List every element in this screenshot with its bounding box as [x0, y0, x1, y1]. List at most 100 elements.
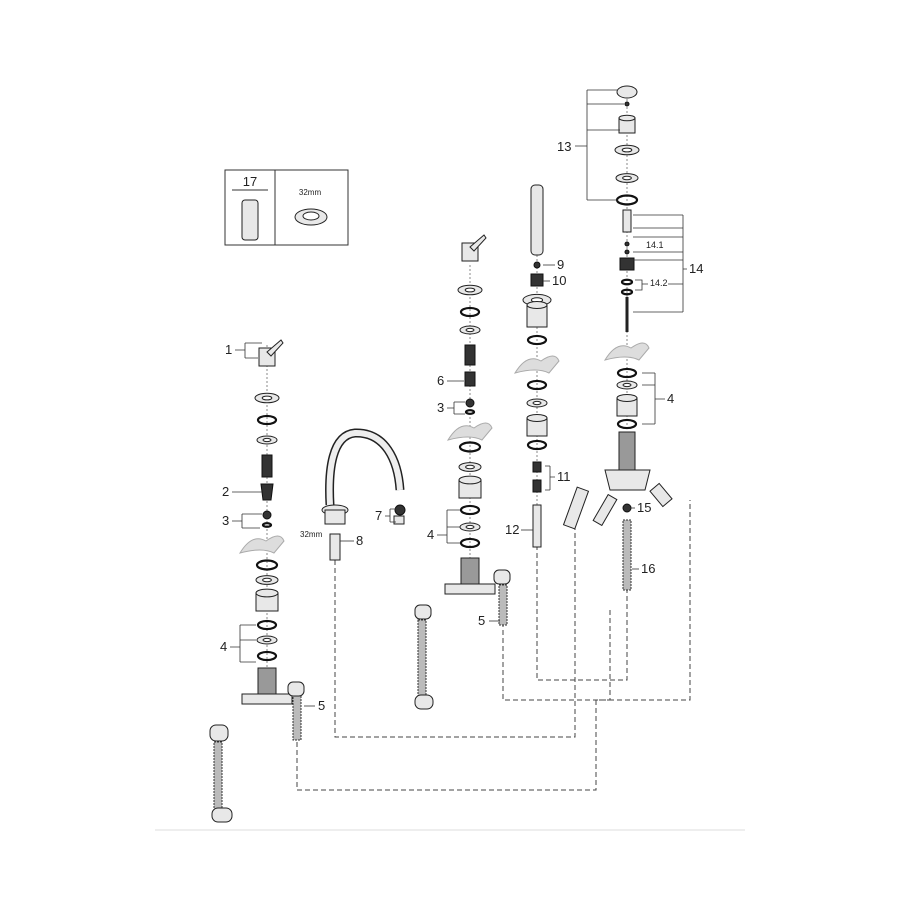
o-ring-icon — [459, 306, 481, 318]
hose-route-2 — [334, 520, 576, 738]
o-ring-icon — [255, 559, 279, 571]
connector-icon — [592, 493, 618, 527]
stem-icon — [532, 504, 542, 548]
seal-icon — [533, 261, 541, 269]
label-16: 16 — [641, 561, 655, 576]
handle-lever-icon — [469, 234, 487, 252]
label-5-middle: 5 — [478, 613, 485, 628]
label-4-middle: 4 — [427, 527, 434, 542]
seal-icon — [624, 101, 630, 107]
elbow-icon — [414, 694, 434, 710]
braided-hose-icon — [213, 741, 223, 813]
hose-routes — [296, 500, 691, 791]
hose-route-1 — [296, 610, 611, 791]
seal-icon — [622, 503, 632, 513]
label-4-left: 4 — [220, 639, 227, 654]
elbow-icon — [414, 604, 432, 620]
elbow-icon — [287, 681, 305, 697]
escutcheon-icon — [446, 422, 493, 441]
seal-icon — [262, 510, 272, 520]
o-ring-icon — [458, 441, 482, 453]
label-14: 14 — [689, 261, 703, 276]
elbow-icon — [211, 807, 233, 823]
washer-hole — [621, 147, 633, 153]
o-ring-icon — [620, 278, 634, 286]
o-ring-icon — [256, 619, 278, 631]
label-4-right: 4 — [667, 391, 674, 406]
label-1: 1 — [225, 342, 232, 357]
parts-group — [209, 85, 673, 823]
sleeve-top — [616, 394, 638, 402]
escutcheon-icon — [513, 355, 560, 374]
o-ring-icon — [256, 414, 278, 426]
label-10: 10 — [552, 273, 566, 288]
braided-hose-icon — [417, 619, 427, 701]
inset-size-label: 32mm — [299, 188, 322, 197]
o-ring-icon — [620, 288, 634, 296]
braided-hose-icon — [292, 694, 302, 741]
o-ring-icon — [261, 522, 273, 528]
cartridge-icon — [261, 454, 273, 478]
valve-tee-icon — [444, 583, 496, 595]
seal-icon — [465, 398, 475, 408]
escutcheon-icon — [603, 342, 650, 361]
cartridge-2-icon — [260, 483, 274, 501]
hand-shower-icon — [530, 184, 544, 256]
washer-hole — [465, 524, 475, 530]
cartridge-icon — [619, 257, 635, 271]
seal-icon — [624, 241, 630, 247]
label-32mm-spout: 32mm — [300, 530, 323, 539]
diverter-spindle-icon — [622, 209, 632, 233]
connector-icon — [562, 486, 590, 530]
spout — [321, 428, 406, 561]
washer-hole — [532, 400, 542, 406]
label-8: 8 — [356, 533, 363, 548]
diverter-body-icon — [618, 431, 636, 473]
o-ring-icon — [526, 439, 548, 451]
label-14-2: 14.2 — [650, 278, 668, 288]
valve-tee-icon — [241, 693, 293, 705]
cartridge-icon — [464, 371, 476, 387]
washer-hole — [622, 175, 632, 181]
sleeve-icon — [241, 199, 259, 241]
o-ring-icon — [464, 409, 476, 415]
washer-hole — [464, 287, 476, 293]
braided-hose-icon — [622, 519, 632, 591]
nut-ring-hole — [302, 211, 320, 221]
label-6: 6 — [437, 373, 444, 388]
sleeve-top — [618, 114, 636, 122]
cap-icon — [616, 85, 638, 99]
elbow-icon — [209, 724, 229, 742]
label-15: 15 — [637, 500, 651, 515]
sleeve-top — [458, 475, 482, 485]
label-7: 7 — [375, 508, 382, 523]
cartridge-icon — [464, 344, 476, 366]
washer-hole — [261, 395, 273, 401]
cartridge-icon — [532, 479, 542, 493]
washer-hole — [262, 637, 272, 643]
aerator-icon — [394, 504, 406, 516]
o-ring-icon — [256, 650, 278, 662]
hose-route-3 — [502, 500, 691, 701]
seal-icon — [624, 249, 630, 255]
label-3-left: 3 — [222, 513, 229, 528]
hose-route-4 — [536, 545, 628, 681]
o-ring-icon — [459, 537, 481, 549]
o-ring-icon — [526, 379, 548, 391]
callouts: 1 2 3 4 5 32mm 8 7 6 3 4 5 9 10 11 12 13 — [220, 89, 703, 713]
o-ring-icon — [616, 367, 638, 379]
cartridge-icon — [532, 461, 542, 473]
o-ring-icon — [616, 418, 638, 430]
label-13: 13 — [557, 139, 571, 154]
washer-hole — [262, 577, 272, 583]
label-14-1: 14.1 — [646, 240, 664, 250]
elbow-icon — [493, 569, 511, 585]
escutcheon-icon — [238, 535, 285, 554]
sleeve-top — [255, 588, 279, 598]
label-12: 12 — [505, 522, 519, 537]
washer-hole — [622, 382, 632, 388]
inset-part-number: 17 — [243, 174, 257, 189]
washer-hole — [465, 464, 475, 470]
